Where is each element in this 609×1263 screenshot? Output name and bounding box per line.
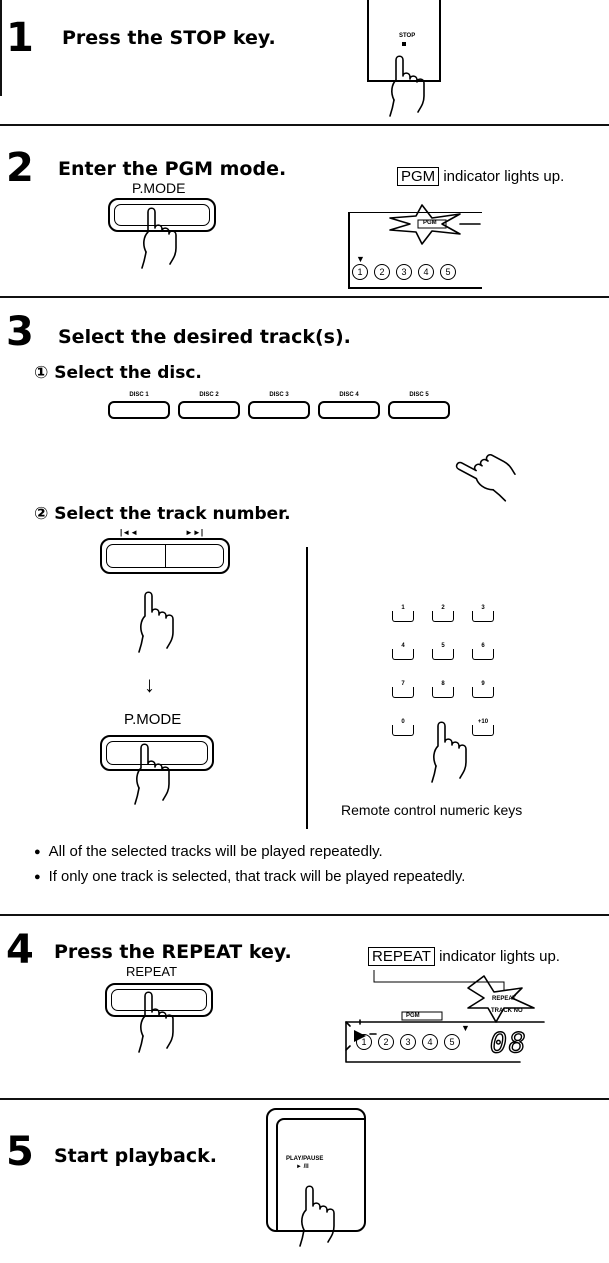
pgm-indicator-box: PGM [397, 167, 440, 186]
display-repeat-label: REPEAT [492, 996, 516, 1002]
disc-button-4[interactable]: DISC 4 [318, 392, 380, 419]
remote-key-9[interactable]: 9 [472, 681, 494, 698]
pmode-button-label: P.MODE [132, 180, 186, 196]
indicator-note: PGM indicator lights up. [397, 167, 565, 186]
repeat-indicator-box: REPEAT [368, 947, 435, 966]
track-number-display: 08 [489, 1025, 528, 1059]
sub-step-select-track: ② Select the track number. [34, 504, 291, 524]
stop-key-panel: STOP [367, 0, 441, 82]
disc-indicator: 4 [418, 264, 434, 280]
disc-indicators: 1 2 3 4 5 [356, 1034, 460, 1050]
disc-button-row: DISC 1 DISC 2 DISC 3 DISC 4 DISC 5 [108, 392, 458, 432]
display-panel [348, 212, 482, 289]
pressing-hand-icon [138, 591, 174, 653]
note-bullet: All of the selected tracks will be playe… [34, 843, 383, 860]
remote-key-2[interactable]: 2 [432, 605, 454, 622]
pressing-hand-icon [138, 991, 174, 1053]
skip-forward-button[interactable] [165, 544, 224, 568]
pointing-hand-icon [451, 441, 523, 502]
pmode-button-label: P.MODE [124, 711, 182, 728]
disc-indicator: 1 [356, 1034, 372, 1050]
disc-button-1[interactable]: DISC 1 [108, 392, 170, 419]
remote-key-6[interactable]: 6 [472, 643, 494, 660]
sub-step-select-disc: ① Select the disc. [34, 363, 202, 383]
disc-indicator: 2 [378, 1034, 394, 1050]
remote-key-1[interactable]: 1 [392, 605, 414, 622]
disc-button-5[interactable]: DISC 5 [388, 392, 450, 419]
display-panel [345, 970, 545, 1063]
remote-key-3[interactable]: 3 [472, 605, 494, 622]
step-number: 2 [6, 145, 34, 191]
display-pgm-label: PGM [423, 220, 437, 226]
remote-numeric-keypad: 1 2 3 4 5 6 7 8 9 0 +10 [392, 605, 512, 805]
remote-key-7[interactable]: 7 [392, 681, 414, 698]
step-title: Enter the PGM mode. [58, 158, 287, 180]
repeat-button-label: REPEAT [126, 964, 178, 979]
disc-indicator: 5 [440, 264, 456, 280]
remote-key-plus10[interactable]: +10 [472, 719, 494, 736]
skip-forward-symbol: ►►| [185, 528, 204, 537]
step-number: 4 [6, 927, 34, 973]
step-title: Press the REPEAT key. [54, 941, 292, 963]
skip-back-button[interactable] [106, 544, 166, 568]
skip-back-symbol: |◄◄ [120, 528, 139, 537]
skip-buttons [100, 538, 230, 574]
display-track-no-label: TRACK NO [491, 1008, 523, 1014]
disc-indicator: 3 [396, 264, 412, 280]
remote-key-4[interactable]: 4 [392, 643, 414, 660]
disc-button-3[interactable]: DISC 3 [248, 392, 310, 419]
pressing-hand-icon [389, 55, 425, 117]
stop-key-label: STOP [399, 33, 416, 39]
remote-key-8[interactable]: 8 [432, 681, 454, 698]
disc-indicator: 1 [352, 264, 368, 280]
disc-indicator: 4 [422, 1034, 438, 1050]
indicator-note: REPEAT indicator lights up. [368, 947, 560, 966]
play-pause-label: PLAY/PAUSE [286, 1156, 324, 1162]
cursor-marker-icon: ▼ [461, 1023, 470, 1033]
display-pgm-label: PGM [406, 1013, 420, 1019]
indicator-text: indicator lights up. [439, 948, 560, 965]
step-title: Select the desired track(s). [58, 326, 351, 348]
disc-button-2[interactable]: DISC 2 [178, 392, 240, 419]
divider [0, 914, 609, 916]
stop-symbol-icon [402, 42, 406, 46]
remote-caption: Remote control numeric keys [341, 802, 523, 818]
pressing-hand-icon [134, 743, 170, 805]
disc-indicator: 3 [400, 1034, 416, 1050]
pressing-hand-icon [431, 721, 467, 783]
step-number: 1 [6, 15, 34, 61]
pressing-hand-icon [141, 207, 177, 269]
step-title: Start playback. [54, 1145, 217, 1167]
lit-indicator-burst-icon [389, 204, 481, 245]
divider [0, 1098, 609, 1100]
play-pause-symbol-icon: ► /II [296, 1164, 309, 1170]
note-bullet: If only one track is selected, that trac… [34, 869, 466, 885]
step-number: 5 [6, 1129, 34, 1175]
disc-indicators: 1 2 3 4 5 [352, 264, 456, 280]
step-title: Press the STOP key. [62, 27, 276, 49]
cursor-marker-icon: ▼ [356, 254, 365, 264]
pressing-hand-icon [299, 1185, 335, 1247]
vertical-divider [306, 547, 308, 829]
divider [0, 296, 609, 298]
disc-indicator: 5 [444, 1034, 460, 1050]
play-pause-panel: PLAY/PAUSE ► /II [266, 1108, 366, 1232]
disc-indicator: 2 [374, 264, 390, 280]
remote-key-0[interactable]: 0 [392, 719, 414, 736]
indicator-text: indicator lights up. [443, 168, 565, 185]
step-number: 3 [6, 309, 34, 355]
divider [0, 124, 609, 126]
remote-key-5[interactable]: 5 [432, 643, 454, 660]
down-arrow-icon: ↓ [144, 672, 155, 697]
